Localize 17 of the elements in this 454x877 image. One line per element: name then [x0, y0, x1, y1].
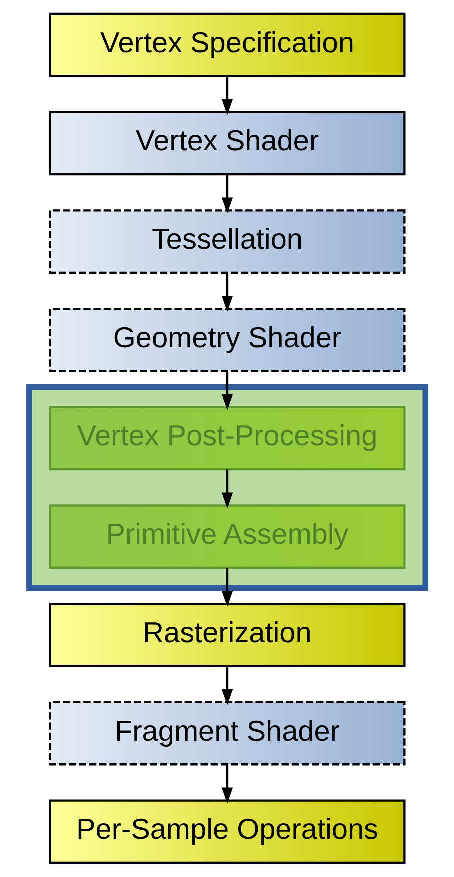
node-box: Per-Sample Operations	[48, 800, 406, 864]
arrow	[221, 76, 233, 116]
arrow	[221, 568, 233, 608]
node-box: Vertex Specification	[48, 12, 406, 78]
node-box: Geometry Shader	[48, 308, 406, 372]
arrow	[221, 470, 233, 509]
arrow	[221, 666, 233, 706]
arrow	[221, 174, 233, 214]
arrow	[221, 371, 233, 410]
arrow	[221, 272, 233, 312]
node-box: Vertex Post-Processing	[48, 406, 406, 471]
node-box: Tessellation	[48, 210, 406, 274]
node-box: Fragment Shader	[48, 701, 406, 766]
node-box: Primitive Assembly	[48, 504, 406, 570]
node-box: Rasterization	[48, 603, 406, 668]
arrow	[221, 764, 233, 804]
node-box: Vertex Shader	[48, 111, 406, 176]
